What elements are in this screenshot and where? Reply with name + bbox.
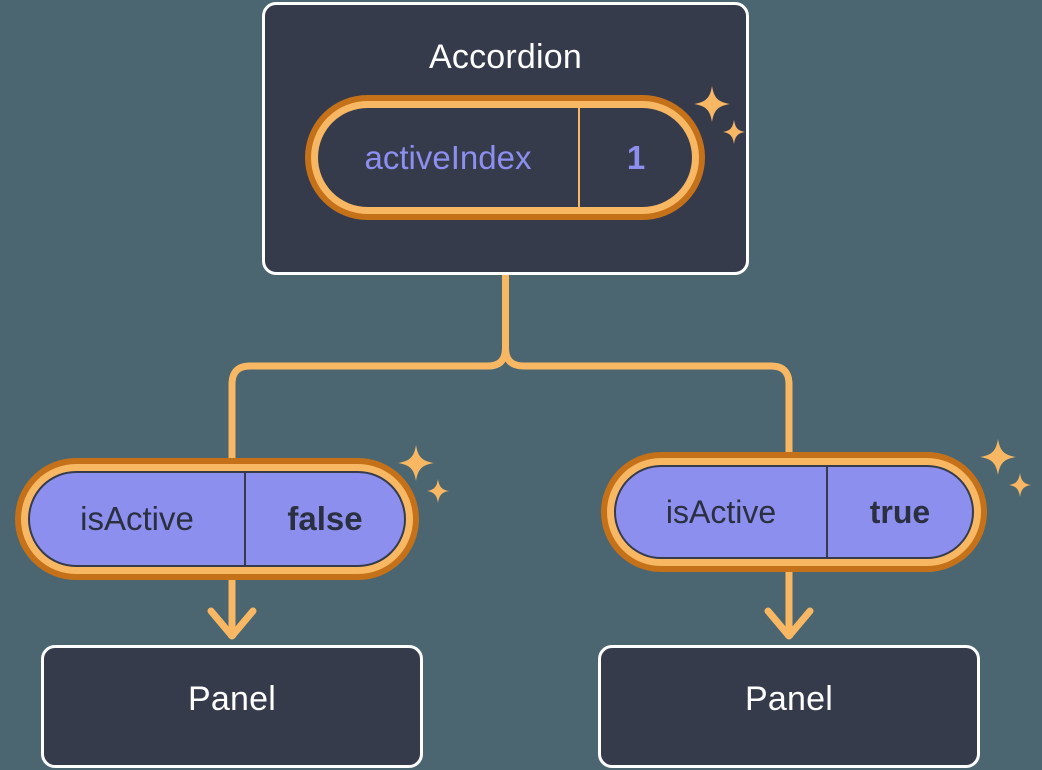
component-title-panel-right: Panel	[745, 680, 833, 718]
component-node-panel-right[interactable]: Panel	[598, 645, 980, 768]
state-key-isactive-left: isActive	[80, 500, 194, 537]
component-node-panel-left[interactable]: Panel	[41, 645, 423, 768]
state-value-activeindex: 1	[626, 138, 646, 176]
state-pill-divider	[578, 108, 580, 207]
state-pill-divider-left	[244, 473, 246, 565]
sparkle-icon-right	[980, 439, 1031, 497]
state-pill-body-left: isActive false	[28, 471, 406, 567]
state-value-isactive-right: true	[869, 493, 931, 530]
state-value-isactive-left: false	[287, 500, 363, 537]
state-pill-divider-right	[826, 467, 828, 557]
state-pill-isactive-left[interactable]: isActive false	[15, 458, 419, 580]
state-key-activeindex: activeIndex	[364, 138, 532, 176]
state-pill-body-right: isActive true	[614, 465, 974, 559]
sparkle-icon-accordion	[694, 86, 745, 144]
sparkle-icon-left	[398, 445, 449, 503]
state-pill-isactive-right[interactable]: isActive true	[601, 452, 987, 572]
state-key-isactive-right: isActive	[665, 493, 777, 530]
edge-to-left-state	[228, 344, 509, 474]
arrow-down-icon-left	[207, 607, 257, 640]
component-title-accordion: Accordion	[429, 38, 582, 76]
state-pill-body: activeIndex 1	[318, 108, 692, 207]
component-title-panel-left: Panel	[188, 680, 276, 718]
arrow-down-icon-right	[764, 607, 814, 640]
state-pill-activeindex[interactable]: activeIndex 1	[305, 95, 705, 220]
